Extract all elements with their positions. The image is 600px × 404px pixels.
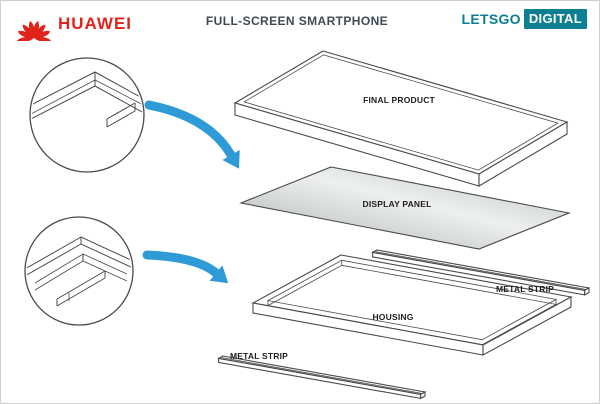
label-final-product: FINAL PRODUCT — [363, 95, 435, 105]
metal-strip-right-drawing — [370, 249, 591, 296]
detail-callout-bottom — [24, 216, 134, 326]
letsgo-wordmark: LETSGO — [461, 11, 521, 27]
curved-arrow-top-icon — [144, 100, 240, 169]
huawei-logo: HUAWEI — [15, 7, 132, 41]
label-metal-strip-right: METAL STRIP — [495, 284, 555, 294]
final-product-drawing — [233, 50, 569, 187]
huawei-wordmark: HUAWEI — [58, 14, 132, 33]
housing-drawing — [251, 254, 573, 356]
metal-strip-bottom-drawing — [216, 355, 427, 400]
letsgodigital-logo: LETSGO DIGITAL — [461, 9, 587, 29]
page-title: FULL-SCREEN SMARTPHONE — [205, 14, 389, 28]
label-display-panel: DISPLAY PANEL — [362, 199, 432, 209]
curved-arrow-bottom-icon — [142, 250, 229, 284]
display-panel-drawing — [239, 166, 571, 250]
detail-callout-top — [29, 57, 145, 173]
huawei-flower-icon — [16, 20, 52, 41]
label-metal-strip-bottom: METAL STRIP — [229, 351, 289, 361]
digital-wordmark: DIGITAL — [523, 9, 587, 29]
label-housing: HOUSING — [372, 312, 414, 322]
